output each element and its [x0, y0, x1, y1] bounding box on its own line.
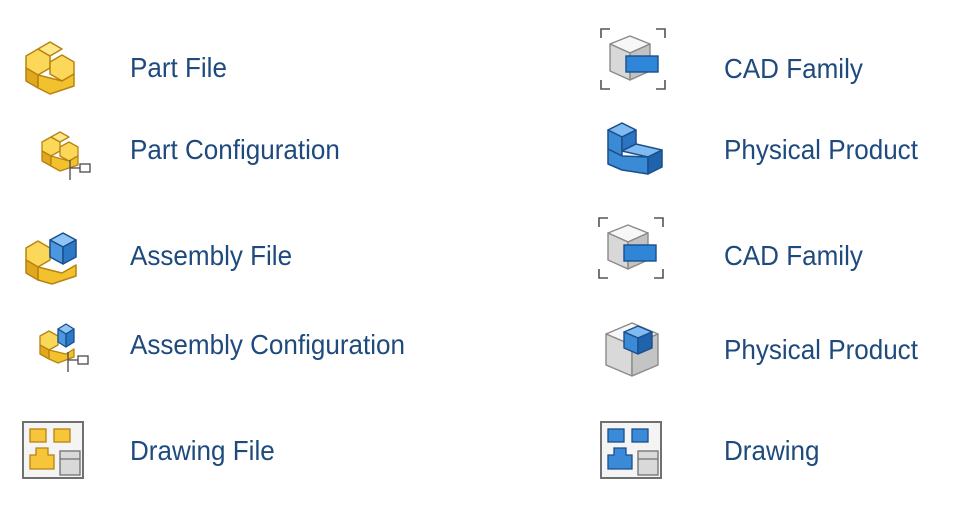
part-configuration-label: Part Configuration	[130, 134, 340, 165]
physical-product-label-1: Physical Product	[724, 134, 918, 165]
assembly-file-icon	[25, 232, 77, 285]
cad-family-label-1: CAD Family	[724, 53, 863, 84]
assembly-configuration-label: Assembly Configuration	[130, 329, 406, 360]
drawing-file-label: Drawing File	[130, 435, 275, 466]
physical-product-part-icon	[607, 122, 663, 175]
cad-family-icon	[598, 217, 664, 279]
part-file-label: Part File	[130, 52, 227, 83]
physical-product-label-2: Physical Product	[724, 334, 918, 365]
physical-product-assembly-icon	[605, 322, 659, 377]
cad-family-label-2: CAD Family	[724, 240, 863, 271]
drawing-label: Drawing	[724, 435, 820, 466]
assembly-file-label: Assembly File	[130, 240, 293, 271]
assembly-configuration-icon	[39, 323, 89, 372]
part-file-icon	[25, 41, 75, 95]
drawing-icon	[600, 421, 662, 479]
part-configuration-icon	[41, 131, 91, 180]
cad-family-icon	[600, 28, 666, 90]
drawing-file-icon	[22, 421, 84, 479]
